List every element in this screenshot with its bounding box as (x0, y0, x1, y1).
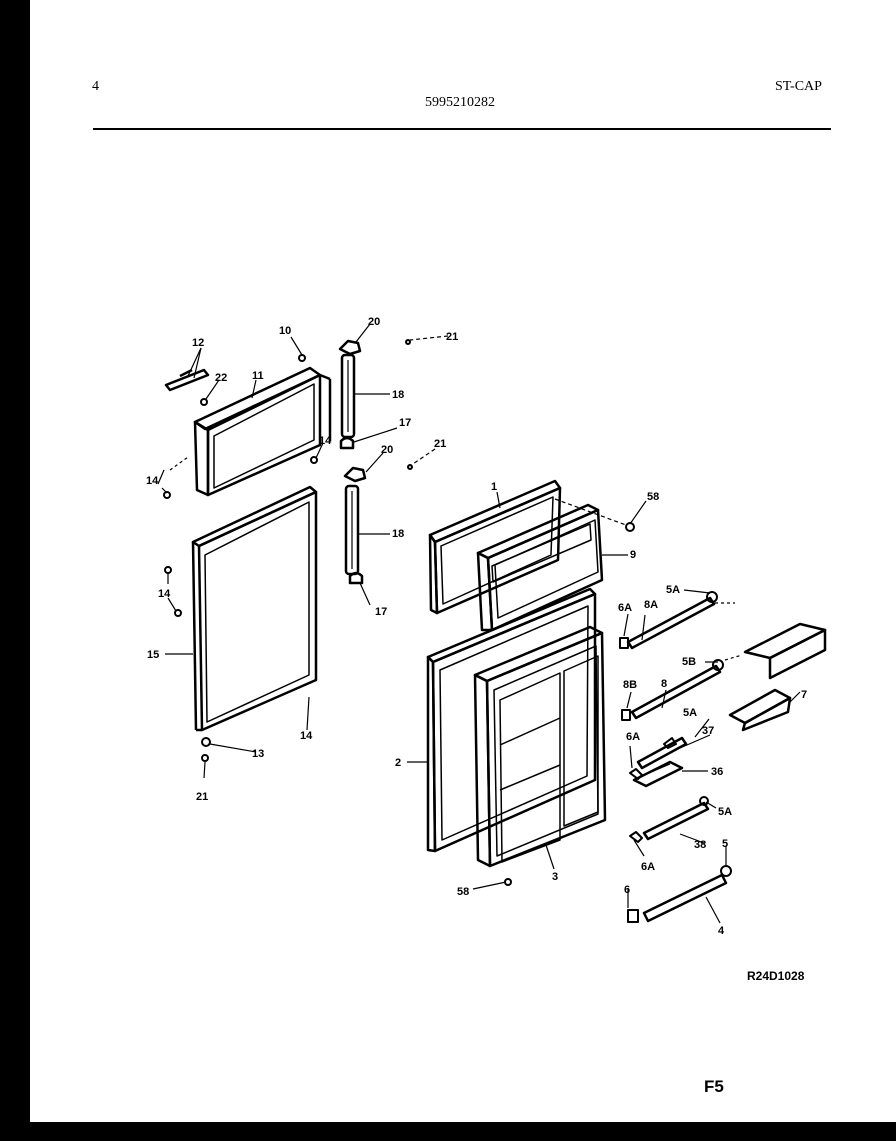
callout-14: 14 (146, 475, 159, 487)
callout-labels: 12 10 20 21 22 11 18 17 14 20 21 14 1 58… (146, 316, 807, 937)
callout-8A: 8A (644, 599, 658, 611)
freezer-door-part-11 (193, 366, 332, 497)
callout-1: 1 (491, 481, 497, 493)
fresh-food-inner-door-part-3 (473, 625, 607, 868)
parts-diagram-sheet: 4 5995210282 ST-CAP (30, 0, 896, 1122)
callout-5: 5 (722, 838, 728, 850)
hinge-part-17-upper (339, 436, 355, 450)
callout-7: 7 (801, 689, 807, 701)
callout-11: 11 (252, 370, 264, 382)
model-code: ST-CAP (775, 79, 822, 94)
callout-10: 10 (279, 325, 291, 337)
part-number: 5995210282 (425, 95, 495, 110)
callout-6A: 6A (641, 861, 655, 873)
handle-part-12 (164, 368, 210, 392)
exploded-view-drawing: 12 10 20 21 22 11 18 17 14 20 21 14 1 58… (146, 316, 827, 937)
hinge-cover-part-18-upper (340, 353, 356, 439)
freezer-gasket-part-1 (428, 479, 562, 615)
hinge-part-17-lower (348, 571, 364, 585)
hinge-part-20-lower (343, 466, 367, 483)
fresh-food-gasket-part-2 (426, 587, 597, 853)
callout-14: 14 (300, 730, 313, 742)
shelf-bar-part-8A (626, 596, 716, 650)
callout-6: 6 (624, 884, 630, 896)
callout-9: 9 (630, 549, 636, 561)
callout-36: 36 (711, 766, 723, 778)
shelf-bar-part-38 (642, 801, 710, 841)
page-number: 4 (92, 79, 99, 94)
callout-21: 21 (434, 438, 446, 450)
callout-58: 58 (647, 491, 659, 503)
leader-lines (157, 323, 801, 924)
callout-6A: 6A (626, 731, 640, 743)
egg-tray-part-36 (632, 760, 684, 788)
callout-2: 2 (395, 757, 401, 769)
header-rule (93, 128, 831, 130)
callout-5A: 5A (666, 584, 680, 596)
shelf-bar-part-8 (630, 664, 722, 720)
shelf-bar-part-37 (636, 736, 688, 770)
figure-code: F5 (704, 1077, 724, 1096)
callout-21: 21 (196, 791, 208, 803)
end-caps (619, 591, 732, 923)
callout-13: 13 (252, 748, 264, 760)
callout-17: 17 (399, 417, 411, 429)
callout-8: 8 (661, 678, 667, 690)
callout-22: 22 (215, 372, 227, 384)
callout-38: 38 (694, 839, 706, 851)
dairy-door-part-7 (728, 622, 827, 732)
callout-5B: 5B (682, 656, 696, 668)
callout-5A: 5A (683, 707, 697, 719)
callout-12: 12 (192, 337, 204, 349)
drawing-code: R24D1028 (747, 969, 805, 983)
callout-58: 58 (457, 886, 469, 898)
callout-4: 4 (718, 925, 725, 937)
callout-18: 18 (392, 389, 404, 401)
callout-15: 15 (147, 649, 159, 661)
shelf-bar-part-4 (642, 873, 728, 923)
hinge-part-20-upper (338, 339, 362, 356)
callout-14: 14 (158, 588, 171, 600)
callout-6A: 6A (618, 602, 632, 614)
callout-5A: 5A (718, 806, 732, 818)
callout-14: 14 (319, 435, 332, 447)
callout-17: 17 (375, 606, 387, 618)
callout-18: 18 (392, 528, 404, 540)
hinge-cover-part-18-lower (344, 484, 360, 576)
callout-21: 21 (446, 331, 458, 343)
callout-37: 37 (702, 725, 714, 737)
callout-8B: 8B (623, 679, 637, 691)
fresh-food-door-part-15 (191, 485, 318, 732)
callout-3: 3 (552, 871, 558, 883)
callout-20: 20 (381, 444, 393, 456)
callout-20: 20 (368, 316, 380, 328)
